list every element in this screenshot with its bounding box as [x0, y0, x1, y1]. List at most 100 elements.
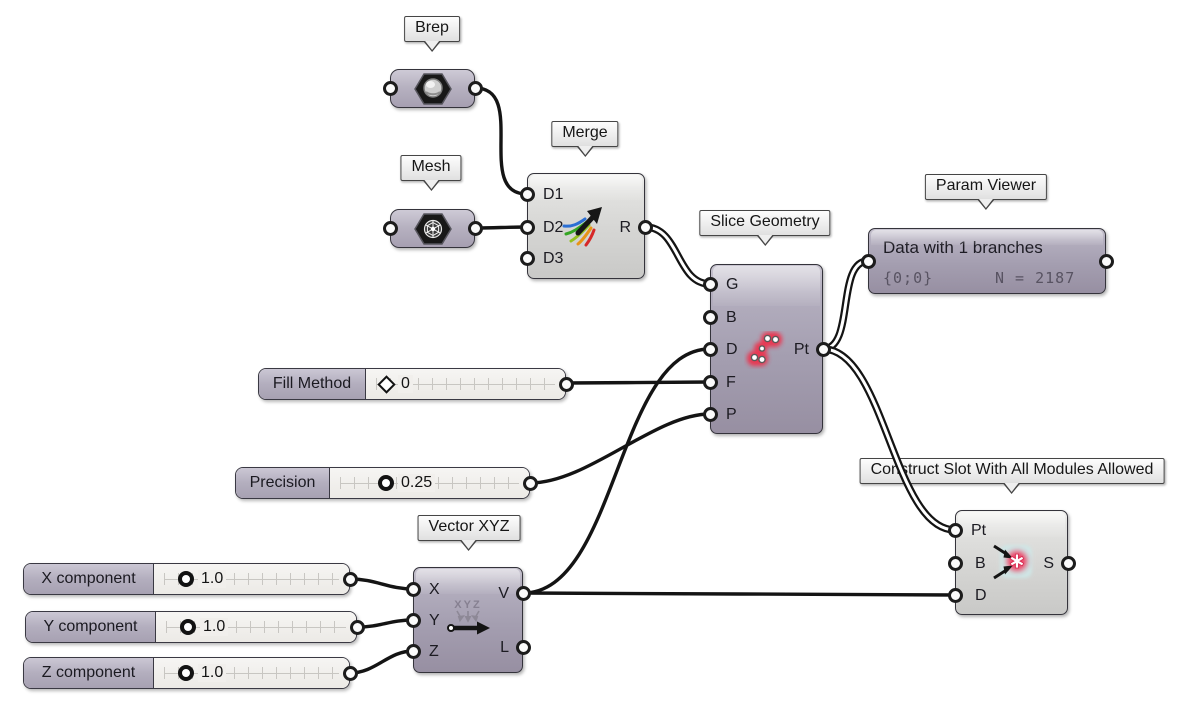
slice-port-pt[interactable]: [815, 341, 831, 357]
precision-slider[interactable]: Precision 0.25: [235, 467, 530, 499]
slice-port-f[interactable]: [702, 374, 718, 390]
fill-method-ticks: [376, 378, 555, 390]
construct-port-b[interactable]: [947, 555, 963, 571]
z-component-slider-label-text: Z component: [41, 664, 136, 681]
fill-method-output-port[interactable]: [558, 376, 574, 392]
vector-port-l[interactable]: [515, 639, 531, 655]
construct-port-s[interactable]: [1060, 555, 1076, 571]
paramviewer-input-port[interactable]: [860, 253, 876, 269]
fill-method-slider[interactable]: Fill Method 0: [258, 368, 566, 400]
tag-mesh-text: Mesh: [411, 158, 451, 175]
x-component-slider-handle[interactable]: [178, 571, 194, 587]
slice-input-f: F: [726, 374, 736, 391]
slice-geometry-node[interactable]: G B D F P Pt: [710, 264, 823, 434]
x-component-slider-label-text: X component: [41, 570, 136, 587]
mesh-output-port[interactable]: [467, 220, 483, 236]
param-viewer-node[interactable]: Data with 1 branches {0;0} N = 2187: [868, 228, 1106, 294]
slice-port-p[interactable]: [702, 406, 718, 422]
wire-precision-to-slice-p[interactable]: [528, 412, 712, 485]
slice-input-d: D: [726, 341, 738, 358]
wire-zcomponent-to-vector-z[interactable]: [348, 649, 415, 675]
mesh-icon: [413, 212, 452, 245]
wire-vector-v-to-construct-d[interactable]: [521, 591, 957, 597]
x-component-slider-track[interactable]: 1.0: [154, 564, 349, 594]
y-component-slider-value: 1.0: [200, 618, 229, 636]
slice-input-g: G: [726, 276, 739, 293]
wire-fillmethod-to-slice-f[interactable]: [564, 380, 712, 385]
merge-port-d3[interactable]: [519, 250, 535, 266]
paramviewer-output-port[interactable]: [1098, 253, 1114, 269]
y-component-slider-handle[interactable]: [180, 619, 196, 635]
tag-brep-text: Brep: [415, 19, 449, 36]
y-component-slider-label-text: Y component: [43, 618, 138, 635]
construct-port-d[interactable]: [947, 587, 963, 603]
x-component-output-port[interactable]: [342, 571, 358, 587]
construct-port-pt[interactable]: [947, 522, 963, 538]
tag-construct-slot-text: Construct Slot With All Modules Allowed: [870, 461, 1154, 478]
wire-xcomponent-to-vector-x[interactable]: [348, 577, 415, 591]
z-component-slider-track[interactable]: 1.0: [154, 658, 349, 688]
merge-port-r[interactable]: [637, 219, 653, 235]
construct-output-s: S: [1043, 555, 1054, 572]
precision-slider-track[interactable]: 0.25: [330, 468, 529, 498]
fill-method-slider-label[interactable]: Fill Method: [259, 369, 366, 399]
brep-icon: [413, 72, 452, 105]
brep-param-node[interactable]: [390, 69, 475, 108]
slice-port-d[interactable]: [702, 341, 718, 357]
mesh-param-node[interactable]: [390, 209, 475, 248]
precision-output-port[interactable]: [522, 475, 538, 491]
tag-param-viewer: Param Viewer: [924, 174, 1048, 210]
brep-input-port[interactable]: [382, 80, 398, 96]
precision-slider-handle[interactable]: [378, 475, 394, 491]
precision-slider-label[interactable]: Precision: [236, 468, 330, 498]
tag-slice-geometry-text: Slice Geometry: [710, 213, 820, 230]
svg-text:✱: ✱: [1009, 551, 1025, 573]
merge-input-d1: D1: [543, 186, 564, 203]
wire-slice-pt-to-construct-pt[interactable]: [819, 345, 959, 534]
y-component-slider-label[interactable]: Y component: [26, 612, 156, 642]
vector-xyz-node[interactable]: X Y Z V L XYZ: [413, 567, 523, 673]
y-component-output-port[interactable]: [349, 619, 365, 635]
construct-slot-node[interactable]: Pt B D S ✱: [955, 510, 1068, 615]
vector-port-y[interactable]: [405, 612, 421, 628]
slice-port-b[interactable]: [702, 309, 718, 325]
mesh-input-port[interactable]: [382, 220, 398, 236]
brep-output-port[interactable]: [467, 80, 483, 96]
slice-output-pt: Pt: [793, 341, 809, 358]
vector-output-v: V: [498, 585, 509, 602]
vector-port-v[interactable]: [515, 585, 531, 601]
tag-vector-xyz: Vector XYZ: [417, 515, 521, 551]
wire-slice-pt-to-construct-pt-core: [821, 347, 957, 532]
merge-port-d1[interactable]: [519, 186, 535, 202]
construct-slot-icon: ✱: [993, 544, 1032, 580]
wire-brep-to-merge-d1[interactable]: [473, 86, 529, 196]
slice-port-g[interactable]: [702, 276, 718, 292]
vector-port-z[interactable]: [405, 643, 421, 659]
tag-merge-text: Merge: [562, 124, 608, 141]
merge-port-d2[interactable]: [519, 219, 535, 235]
fill-method-slider-track[interactable]: 0: [366, 369, 565, 399]
z-component-slider[interactable]: Z component 1.0: [23, 657, 350, 689]
slice-input-b: B: [726, 309, 737, 326]
wire-ycomponent-to-vector-y[interactable]: [355, 618, 415, 629]
x-component-slider-value: 1.0: [198, 570, 227, 588]
x-component-slider[interactable]: X component 1.0: [23, 563, 350, 595]
vector-input-y: Y: [429, 612, 440, 629]
z-component-output-port[interactable]: [342, 665, 358, 681]
x-component-slider-label[interactable]: X component: [24, 564, 154, 594]
z-component-slider-handle[interactable]: [178, 665, 194, 681]
merge-input-d3: D3: [543, 250, 564, 267]
z-component-slider-label[interactable]: Z component: [24, 658, 154, 688]
slice-geometry-icon: [747, 332, 782, 366]
merge-node[interactable]: D1 D2 D3 R: [527, 173, 645, 279]
vector-input-z: Z: [429, 643, 439, 660]
param-viewer-title: Data with 1 branches: [883, 238, 1043, 257]
y-component-slider[interactable]: Y component 1.0: [25, 611, 357, 643]
vector-port-x[interactable]: [405, 581, 421, 597]
tag-slice-geometry: Slice Geometry: [699, 210, 831, 246]
param-viewer-item-count: N = 2187: [995, 269, 1076, 287]
y-component-slider-track[interactable]: 1.0: [156, 612, 356, 642]
tag-brep: Brep: [404, 16, 460, 52]
wire-slice-pt-to-paramviewer[interactable]: [819, 257, 872, 353]
fill-method-slider-value: 0: [398, 375, 413, 393]
